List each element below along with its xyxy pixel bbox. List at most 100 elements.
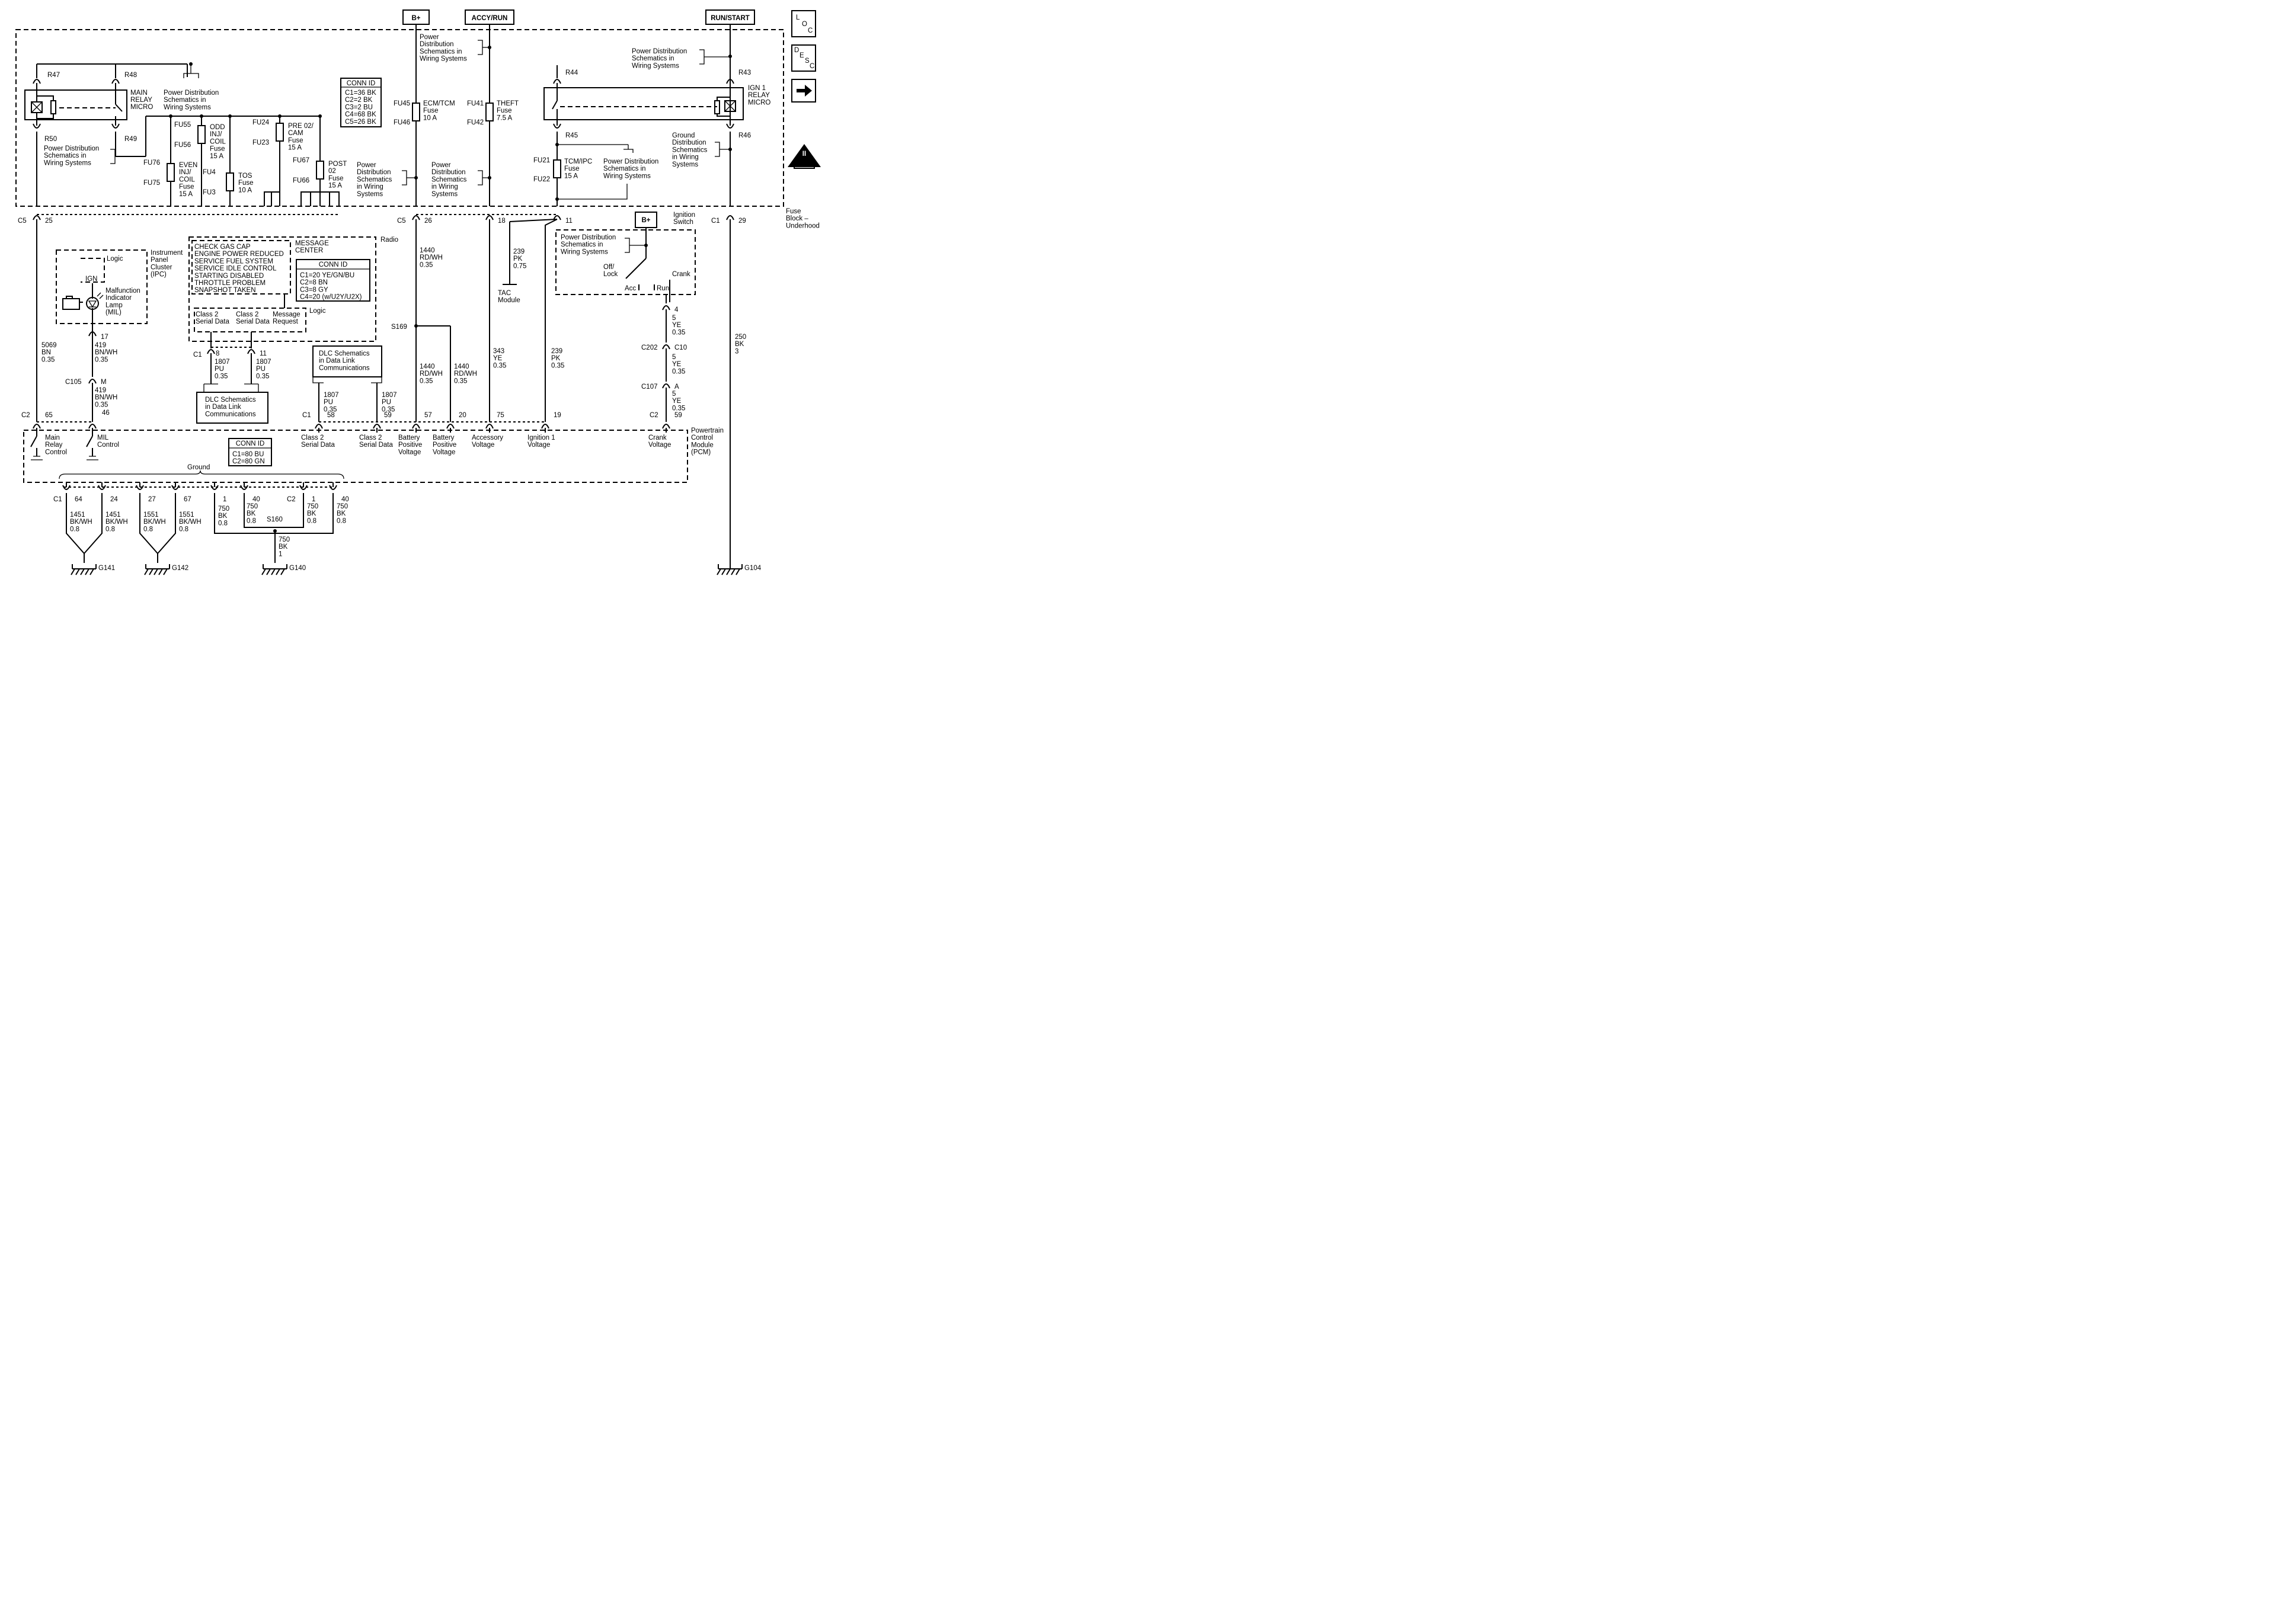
wire-spec: 5	[672, 315, 676, 322]
pin-number: M	[101, 379, 107, 386]
fuse-label: POST	[328, 161, 347, 168]
component-label: (IPC)	[151, 271, 167, 279]
fuse-label: 02	[328, 168, 336, 175]
right-arrow-icon	[797, 85, 812, 97]
terminal-label: R47	[47, 72, 60, 79]
wire-spec: PK	[551, 355, 561, 362]
ground-label: G140	[289, 565, 306, 572]
relay-label: RELAY	[130, 97, 152, 104]
ground-hatch	[158, 568, 163, 575]
wire-spec: 0.35	[215, 373, 228, 380]
ref-text: in Data Link	[319, 357, 355, 364]
wire-spec: 3	[735, 348, 738, 355]
pcm-connector	[88, 424, 97, 429]
wire	[509, 219, 558, 222]
c107-connector	[662, 383, 670, 389]
relay-coil	[31, 101, 43, 113]
fuse-block-connector	[33, 215, 41, 220]
wire-spec: 239	[513, 248, 525, 255]
ref-text: Schematics in	[632, 55, 674, 62]
pcm-input-label: Control	[45, 449, 67, 456]
ref-text: Systems	[357, 191, 383, 198]
conn-id-row: C5=26 BK	[345, 119, 376, 126]
terminal-label: R49	[124, 136, 137, 143]
ground-hatch	[731, 568, 736, 575]
terminal-label: R48	[124, 72, 137, 79]
fuse-label: CAM	[288, 130, 303, 137]
ground-connector	[299, 485, 308, 490]
ground-hatch	[721, 568, 726, 575]
message-text: CHECK GAS CAP	[194, 244, 251, 251]
pcm-connector	[446, 424, 455, 429]
wire-spec: 750	[337, 503, 348, 510]
coil-diode	[37, 114, 54, 119]
pcm-input-label: Voltage	[527, 441, 550, 449]
fuse-id: FU66	[293, 177, 309, 184]
ground-connector	[329, 485, 337, 490]
fuse-id: FU24	[252, 119, 270, 126]
ref-text: Distribution	[420, 41, 454, 48]
wire-spec: 0.35	[382, 406, 395, 413]
pin-number: A	[674, 383, 679, 391]
wire-spec: 0.35	[324, 406, 337, 413]
radio-connector	[207, 349, 215, 354]
ground-label: G141	[98, 565, 115, 572]
ground-hatch	[75, 568, 80, 575]
ign-switch-connector	[662, 305, 670, 311]
port-label: Request	[273, 318, 299, 325]
pin-number: 1	[223, 496, 226, 503]
ref-bracket	[110, 149, 116, 164]
r45-connector	[553, 123, 561, 129]
connector-id: C2	[650, 412, 658, 419]
fuse-label: Fuse	[210, 146, 225, 153]
coil-diode	[717, 114, 730, 117]
pcm-input-label: Positive	[398, 441, 422, 449]
wire-spec: 419	[95, 342, 106, 349]
wire-spec: 0.35	[672, 405, 685, 412]
obd-numeral: II	[802, 151, 806, 158]
relay-coil-x	[31, 101, 43, 113]
ground-hatch	[85, 568, 89, 575]
fuse-symbol	[485, 103, 494, 121]
logic-label: Logic	[309, 308, 326, 315]
wire-spec: BK/WH	[143, 518, 166, 526]
switch-position: Run	[657, 285, 669, 292]
ref-text: Schematics	[357, 176, 392, 183]
wire-spec: 250	[735, 334, 746, 341]
message-text: ENGINE POWER REDUCED	[194, 251, 284, 258]
connector-id: C202	[641, 344, 658, 351]
fuse-label: EVEN	[179, 162, 197, 169]
ground-hatch	[266, 568, 271, 575]
terminal-label: R44	[565, 69, 578, 76]
fuse-id: FU22	[533, 176, 550, 183]
pin-number: 24	[110, 496, 118, 503]
fuse-label: Fuse	[288, 137, 303, 144]
message-text: STARTING DISABLED	[194, 273, 264, 280]
splice-label: S160	[267, 516, 283, 523]
ref-bracket	[312, 377, 324, 383]
pcm-border	[23, 430, 688, 483]
ref-text: Power Distribution	[561, 234, 616, 241]
ground-hatch	[144, 568, 149, 575]
dlc-ref-box	[196, 392, 268, 424]
ground-label: G142	[172, 565, 188, 572]
junction-dot	[228, 114, 232, 118]
obd-label: OBD II	[797, 163, 811, 168]
component-label: Malfunction	[105, 287, 140, 295]
component-label: (MIL)	[105, 309, 121, 316]
component-label: Ignition	[673, 212, 695, 219]
ref-text: Power	[357, 162, 376, 169]
radio-logic-box	[194, 308, 306, 332]
ground-hatch	[726, 568, 731, 575]
fuse-id: FU76	[143, 159, 160, 167]
fuse-symbol	[412, 103, 420, 121]
pcm-input-label: Voltage	[648, 441, 671, 449]
pin-number: 8	[216, 350, 219, 357]
fuse-label: 10 A	[238, 187, 252, 194]
pin-number: 11	[565, 217, 573, 225]
component-label: Block –	[786, 215, 808, 222]
fuse-label: 15 A	[328, 183, 342, 190]
fuse-label: Fuse	[564, 165, 580, 172]
ground-mini	[31, 456, 43, 460]
ref-text: in Data Link	[205, 404, 241, 411]
